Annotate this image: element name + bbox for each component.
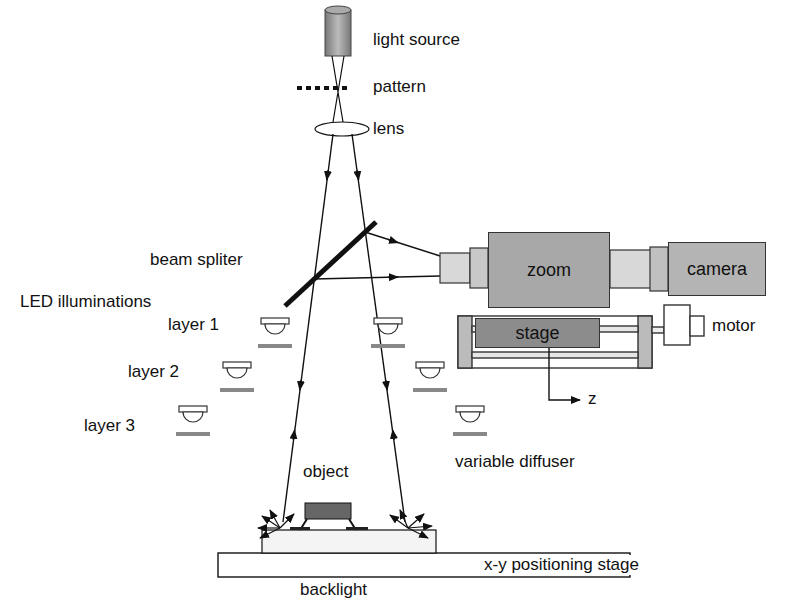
source-ray xyxy=(332,56,344,128)
beam-splitter xyxy=(285,222,376,306)
component-label: pattern xyxy=(373,77,426,97)
component-label: motor xyxy=(712,316,755,336)
box-text: stage xyxy=(515,323,559,344)
led-lamp xyxy=(176,318,487,436)
light-ray xyxy=(283,134,440,522)
component-label: object xyxy=(303,462,348,482)
layer-label: layer 3 xyxy=(84,416,135,436)
stage-frame xyxy=(458,305,704,368)
lens xyxy=(315,122,369,136)
axis-label: z xyxy=(588,389,597,409)
light-source xyxy=(325,6,351,56)
object-part xyxy=(290,503,368,530)
zoom-box: zoom xyxy=(488,232,610,308)
component-label: lens xyxy=(373,119,404,139)
component-label: beam spliter xyxy=(150,250,243,270)
backlight-plate xyxy=(262,530,436,553)
scatter-arrow xyxy=(258,510,432,538)
component-label: x-y positioning stage xyxy=(482,555,641,575)
camera-box: camera xyxy=(668,242,766,296)
layer-label: layer 2 xyxy=(128,362,179,382)
box-text: camera xyxy=(687,259,747,280)
z-axis-arrow xyxy=(549,348,580,400)
pattern-grating xyxy=(297,86,350,90)
group-label: LED illuminations xyxy=(20,292,151,312)
component-label: backlight xyxy=(300,580,367,600)
layer-label: layer 1 xyxy=(168,315,219,335)
box-text: zoom xyxy=(527,260,571,281)
stage-box: stage xyxy=(475,318,600,348)
component-label: variable diffuser xyxy=(455,452,575,472)
source-label: light source xyxy=(373,30,460,50)
